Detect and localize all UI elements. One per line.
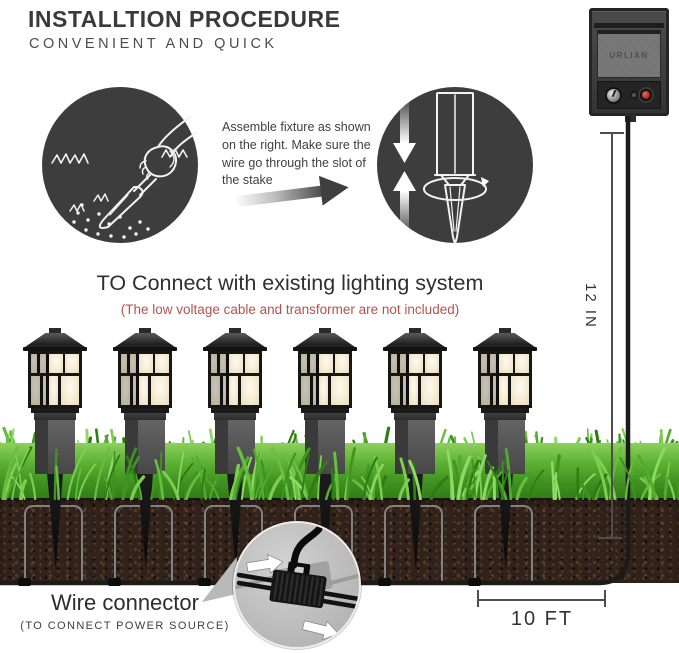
lantern-face-front <box>319 354 349 405</box>
light-lantern-head <box>208 351 262 408</box>
light-cap <box>295 333 355 347</box>
lantern-face-front <box>49 354 79 405</box>
lantern-face-front <box>409 354 439 405</box>
light-cap <box>115 333 175 347</box>
light-cap <box>205 333 265 347</box>
lantern-face-front <box>139 354 169 405</box>
page-title: INSTALLTION PROCEDURE <box>28 6 341 32</box>
dimension-line-horizontal <box>478 599 606 601</box>
light-neck <box>484 413 526 420</box>
cable-height-label: 12 IN <box>582 283 599 329</box>
lantern-face-left <box>211 354 226 405</box>
light-cap <box>25 333 85 347</box>
light-cap <box>475 333 535 347</box>
cable-length-label: 10 FT <box>510 608 574 630</box>
dimension-tick-left <box>477 590 479 607</box>
wire-connector-illustration <box>233 521 361 649</box>
dimension-cap-bottom <box>598 537 622 539</box>
lantern-face-left <box>391 354 406 405</box>
lantern-face-left <box>301 354 316 405</box>
transformer-brand: URLIAN <box>609 51 649 60</box>
light-lantern-head <box>118 351 172 408</box>
transformer-cable-outlet <box>625 113 636 122</box>
wire-connector-sublabel: (TO CONNECT POWER SOURCE) <box>20 620 230 632</box>
transformer-lid <box>594 23 664 28</box>
grass-illustration-front <box>1 445 679 500</box>
light-lantern-head <box>28 351 82 408</box>
page-subtitle: CONVENIENT AND QUICK <box>29 36 278 52</box>
dimension-tick-right <box>604 590 606 607</box>
dimension-line-vertical <box>611 133 613 539</box>
power-red-button <box>640 89 652 101</box>
light-neck <box>394 413 436 420</box>
timer-dial <box>605 86 622 104</box>
transformer-panel: URLIAN <box>597 30 661 78</box>
light-cap <box>385 333 445 347</box>
lantern-face-left <box>121 354 136 405</box>
sensor-button <box>630 91 638 99</box>
lantern-face-front <box>499 354 529 405</box>
wire-connector-label: Wire connector <box>51 590 199 615</box>
light-neck <box>304 413 346 420</box>
light-lantern-head <box>298 351 352 408</box>
lantern-face-left <box>481 354 496 405</box>
light-lantern-head <box>478 351 532 408</box>
light-wire <box>290 525 323 569</box>
lantern-face-left <box>31 354 46 405</box>
light-neck <box>214 413 256 420</box>
transformer-control-panel <box>597 81 661 109</box>
light-neck <box>124 413 166 420</box>
dimension-cap-top <box>600 132 624 134</box>
light-neck <box>34 413 76 420</box>
transformer-box: URLIAN <box>589 8 669 122</box>
lantern-face-front <box>229 354 259 405</box>
light-lantern-head <box>388 351 442 408</box>
